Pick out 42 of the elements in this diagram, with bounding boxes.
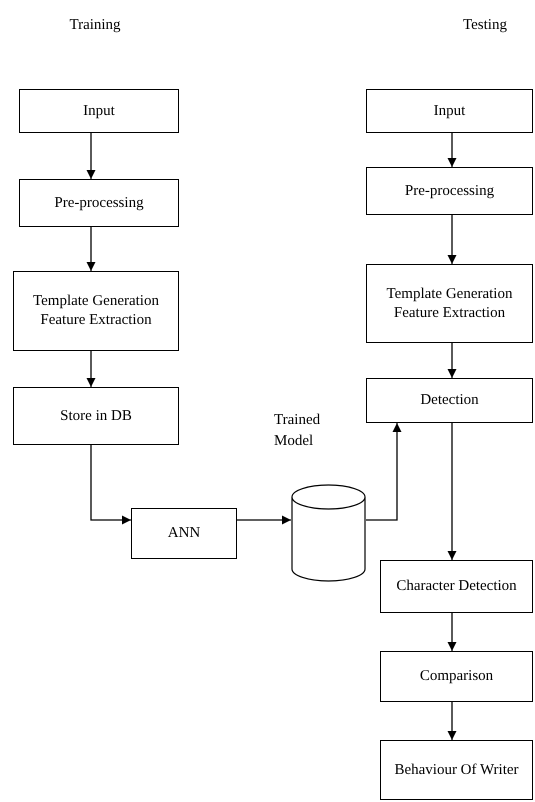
arrow: [448, 133, 456, 167]
node-text: ANN: [168, 524, 200, 543]
process-box: [13, 387, 179, 445]
arrow: [448, 423, 456, 560]
node-text: Feature Extraction: [40, 311, 152, 330]
arrow: [86, 133, 96, 179]
arrow: [448, 343, 456, 378]
database-cylinder: [291, 483, 366, 583]
process-box: [366, 378, 533, 423]
node-text: Input: [83, 102, 115, 120]
arrow: [86, 227, 96, 271]
node-text: Comparison: [420, 667, 494, 686]
arrow: [448, 613, 456, 651]
process-box: [19, 179, 179, 227]
arrow: [448, 215, 456, 264]
node-text: Detection: [420, 391, 479, 410]
process-box: [366, 264, 533, 343]
arrow: [90, 445, 131, 524]
arrow: [237, 516, 291, 524]
process-box: [366, 89, 533, 133]
node-text: Store in DB: [60, 406, 132, 426]
process-box: [19, 89, 179, 133]
node-text: Template Generation: [386, 284, 512, 304]
process-box: [366, 167, 533, 215]
node-text: Pre-processing: [404, 182, 494, 200]
arrow: [86, 351, 96, 387]
column-heading: Training: [68, 16, 122, 35]
arrow: [366, 423, 402, 521]
column-heading: Testing: [462, 16, 508, 35]
arrow: [448, 702, 456, 740]
node-text: Pre-processing: [54, 194, 144, 212]
process-box: [380, 740, 533, 800]
node-text: Template Generation: [33, 292, 159, 311]
node-caption: Trained Model: [274, 411, 322, 451]
process-box: [380, 651, 533, 702]
process-box: [380, 560, 533, 613]
node-text: Character Detection: [396, 577, 517, 596]
node-text: Input: [434, 102, 466, 120]
process-box: [131, 508, 237, 559]
node-text: Behaviour Of Writer: [394, 760, 519, 780]
process-box: [13, 271, 179, 351]
node-text: Feature Extraction: [394, 304, 506, 322]
